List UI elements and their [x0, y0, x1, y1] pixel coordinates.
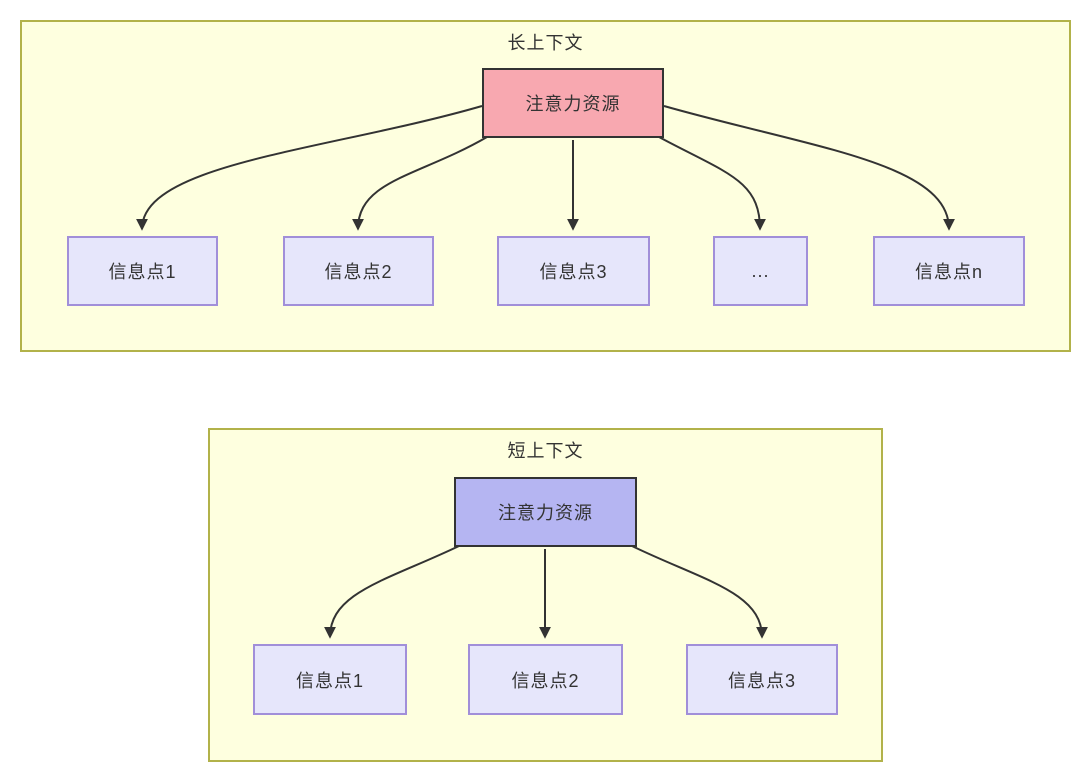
short-context-title: 短上下文 [507, 441, 584, 461]
short-info-box-1: 信息点1 [253, 644, 407, 715]
long-context-title: 长上下文 [507, 33, 584, 53]
long-info-box-n: 信息点n [873, 236, 1025, 306]
long-info-box-1: 信息点1 [67, 236, 218, 306]
long-info-box-dots: ... [713, 236, 808, 306]
short-info-box-3: 信息点3 [686, 644, 838, 715]
long-info-box-2: 信息点2 [283, 236, 434, 306]
long-attention-box: 注意力资源 [482, 68, 664, 138]
short-attention-box: 注意力资源 [454, 477, 637, 547]
short-info-box-2: 信息点2 [468, 644, 623, 715]
long-info-box-3: 信息点3 [497, 236, 650, 306]
